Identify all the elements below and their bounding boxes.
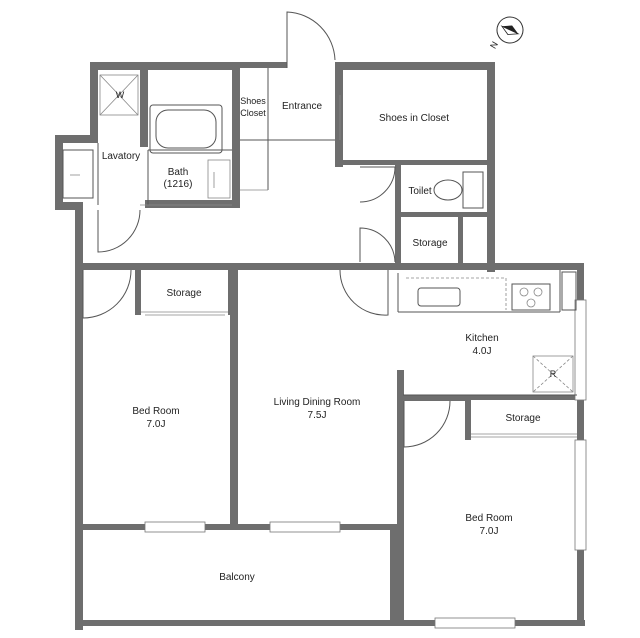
bedroom-left-label-line1: Bed Room (132, 406, 179, 417)
storage-toilet-label: Storage (412, 238, 447, 249)
shoes-closet-label-line1: Shoes (240, 96, 266, 106)
compass-north-arrow-icon (496, 16, 524, 44)
storage-right-label: Storage (505, 413, 540, 424)
washer-mark: W (116, 90, 125, 100)
walls (55, 62, 585, 630)
fixtures (62, 68, 577, 438)
doors (82, 11, 451, 448)
lavatory-label: Lavatory (102, 151, 140, 162)
compass-letter: N (488, 40, 500, 51)
bath-label-line1: Bath (168, 167, 189, 178)
kitchen-label-line2: 4.0J (473, 346, 492, 357)
toilet-label: Toilet (408, 186, 432, 197)
room-labels: Shoes Closet Entrance Shoes in Closet La… (102, 90, 557, 583)
shoes-in-closet-label: Shoes in Closet (379, 113, 449, 124)
storage-left-label: Storage (166, 288, 201, 299)
balcony-label: Balcony (219, 572, 255, 583)
bath-label-line2: (1216) (164, 179, 193, 190)
fridge-mark: R (550, 369, 557, 379)
bedroom-right-label-line2: 7.0J (480, 526, 499, 537)
bedroom-right-label-line1: Bed Room (465, 513, 512, 524)
entrance-label: Entrance (282, 101, 322, 112)
living-dining-label-line2: 7.5J (308, 410, 327, 421)
windows (144, 299, 587, 629)
kitchen-label-line1: Kitchen (465, 333, 498, 344)
shoes-closet-label-line2: Closet (240, 108, 266, 118)
living-dining-label-line1: Living Dining Room (274, 397, 361, 408)
bedroom-left-label-line2: 7.0J (147, 419, 166, 430)
